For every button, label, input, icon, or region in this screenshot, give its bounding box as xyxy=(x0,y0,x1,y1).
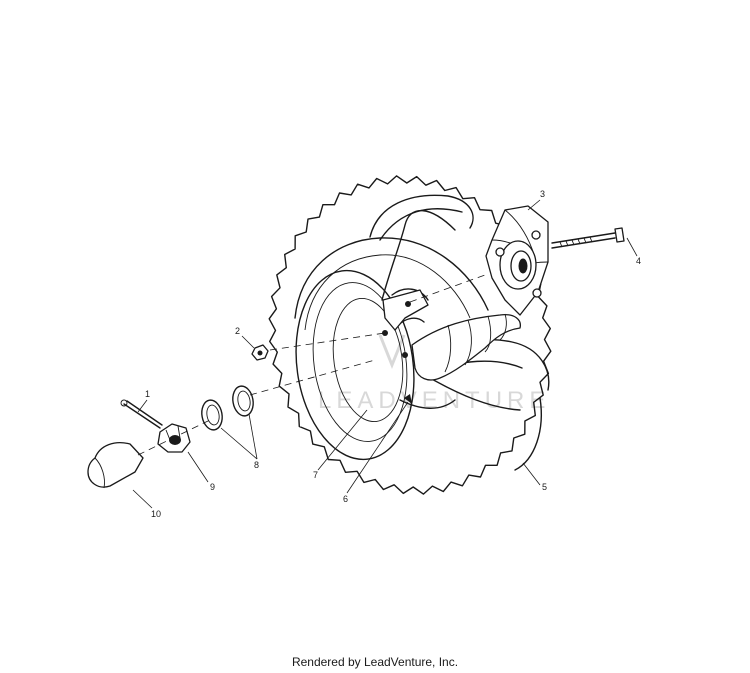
callout-1: 1 xyxy=(137,389,150,413)
watermark: LEADVENTURE xyxy=(318,334,550,414)
callout-10: 10 xyxy=(132,489,161,519)
washers xyxy=(201,385,254,431)
callout-1-label: 1 xyxy=(145,389,150,399)
callout-7-label: 7 xyxy=(313,470,318,480)
callout-8: 8 xyxy=(220,413,259,470)
credit-text: Rendered by LeadVenture, Inc. xyxy=(291,655,459,669)
callout-10-label: 10 xyxy=(151,509,161,519)
callout-5-label: 5 xyxy=(542,482,547,492)
lug-nut xyxy=(251,344,269,361)
rim xyxy=(295,269,521,461)
assembly-centerlines xyxy=(137,274,486,456)
callout-6: 6 xyxy=(343,401,409,504)
callout-9: 9 xyxy=(187,451,215,492)
cotter-pin xyxy=(120,399,163,429)
callout-7: 7 xyxy=(313,409,368,480)
hub xyxy=(485,205,549,316)
callout-2: 2 xyxy=(235,326,255,349)
callout-4: 4 xyxy=(626,237,641,266)
dust-cap xyxy=(87,442,144,489)
wheel-bolt xyxy=(551,227,625,249)
callout-3-label: 3 xyxy=(540,189,545,199)
callout-5: 5 xyxy=(522,462,547,492)
watermark-text: LEADVENTURE xyxy=(318,387,550,414)
callout-6-label: 6 xyxy=(343,494,348,504)
callout-4-label: 4 xyxy=(636,256,641,266)
callout-8-label: 8 xyxy=(254,460,259,470)
callout-9-label: 9 xyxy=(210,482,215,492)
callouts: 1 2 3 4 5 6 7 8 xyxy=(132,189,641,519)
callout-2-label: 2 xyxy=(235,326,240,336)
callout-3: 3 xyxy=(527,189,545,211)
castle-nut xyxy=(157,423,191,453)
